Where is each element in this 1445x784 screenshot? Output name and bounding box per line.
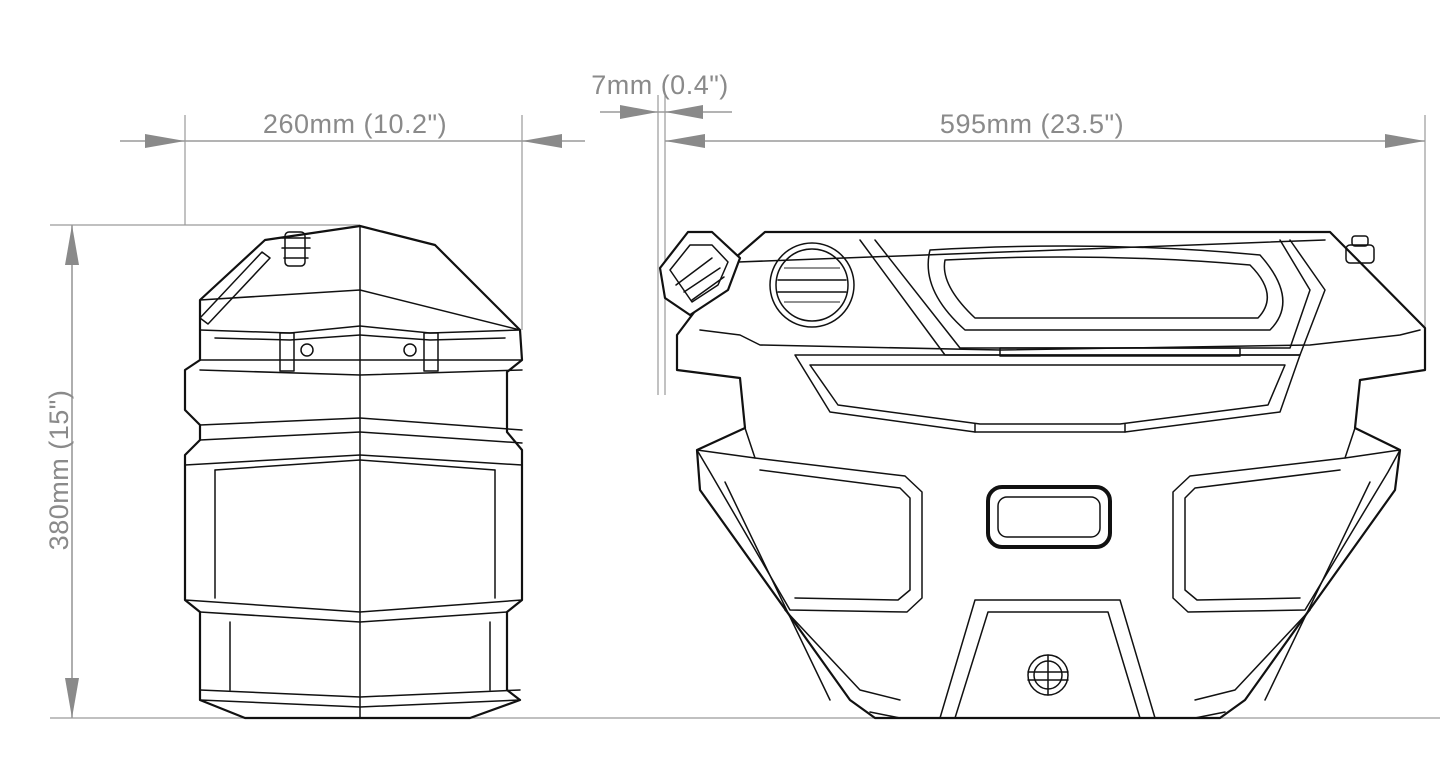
dimension-cap-offset: 7mm (0.4") xyxy=(591,70,732,395)
side-view xyxy=(183,224,524,720)
grip-slot xyxy=(986,485,1112,549)
height-label: 380mm (15") xyxy=(44,390,74,551)
vent-knob xyxy=(1345,235,1375,264)
drain-plug xyxy=(1027,654,1069,696)
dimension-side-width: 260mm (10.2") xyxy=(120,109,585,330)
spout xyxy=(658,230,742,317)
fuel-cap xyxy=(769,242,855,328)
dimension-front-width: 595mm (23.5") xyxy=(665,109,1426,330)
front-view xyxy=(658,230,1427,720)
side-width-label: 260mm (10.2") xyxy=(263,109,447,139)
front-width-label: 595mm (23.5") xyxy=(940,109,1124,139)
cap-offset-label: 7mm (0.4") xyxy=(591,70,729,100)
